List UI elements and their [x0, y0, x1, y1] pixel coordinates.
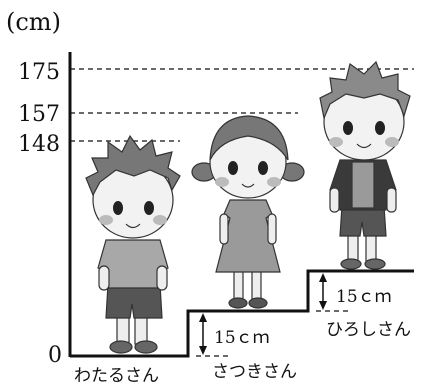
step-label-1: 15ｃｍ	[214, 328, 270, 348]
name-label-satsuki: さつきさん	[212, 362, 297, 382]
step-label-2: 15ｃｍ	[336, 287, 392, 307]
tick-label-0: 0	[48, 343, 62, 368]
satsuki-figure	[191, 115, 305, 309]
tick-label-148: 148	[18, 132, 60, 157]
wataru-figure	[85, 134, 181, 354]
step-height-arrow-2	[319, 273, 327, 310]
name-label-hiroshi: ひろしさん	[326, 320, 411, 340]
unit-label: (cm)	[6, 8, 61, 36]
tick-label-175: 175	[18, 60, 60, 85]
name-label-wataru: わたるさん	[74, 366, 159, 386]
hiroshi-figure	[319, 60, 411, 270]
step-platform	[70, 269, 414, 358]
step-height-arrow-1	[199, 313, 207, 355]
tick-label-157: 157	[18, 102, 60, 127]
